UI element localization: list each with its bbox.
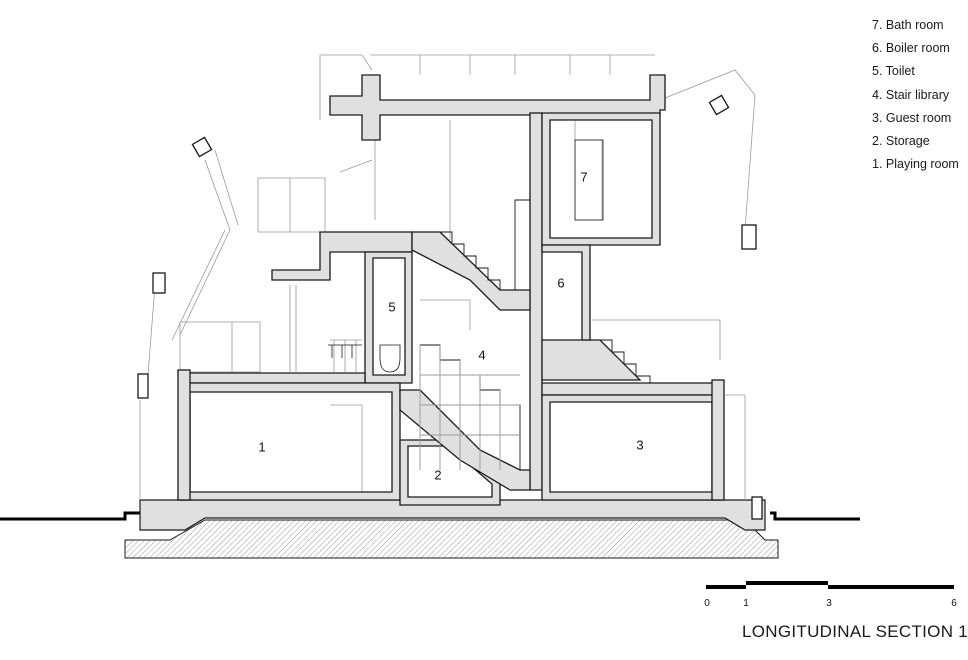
ground-line — [0, 511, 860, 521]
legend-item: 3. Guest room — [872, 110, 952, 125]
foundation — [124, 499, 779, 559]
room-legend: 7. Bath room 6. Boiler room 5. Toilet 4.… — [872, 14, 959, 176]
scale-tick-1: 1 — [743, 598, 749, 609]
legend-item: 5. Toilet — [872, 64, 915, 79]
room-label-7: 7 — [580, 169, 587, 184]
parapets — [137, 94, 763, 520]
interior-fittings — [328, 139, 604, 373]
scale-tick-3: 3 — [826, 598, 832, 609]
room-label-1: 1 — [258, 439, 265, 454]
scale-tick-6: 6 — [951, 598, 957, 609]
room-label-2: 2 — [434, 467, 441, 482]
legend-item: 4. Stair library — [872, 87, 950, 102]
drawing-title: LONGITUDINAL SECTION 1 — [742, 622, 968, 641]
room-label-6: 6 — [557, 275, 564, 290]
room-labels: 1 2 3 4 5 6 7 — [258, 169, 643, 482]
stairs — [419, 199, 651, 470]
legend-item: 7. Bath room — [872, 18, 944, 32]
scale-tick-0: 0 — [704, 598, 710, 609]
cut-structure — [177, 74, 725, 506]
legend-item: 6. Boiler room — [872, 41, 950, 56]
legend-item: 2. Storage — [872, 134, 930, 149]
legend-item: 1. Playing room — [872, 157, 959, 172]
room-label-4: 4 — [478, 347, 485, 362]
room-label-3: 3 — [636, 437, 643, 452]
room-label-5: 5 — [388, 299, 395, 314]
scale-bar: 0 1 3 6 — [704, 581, 957, 609]
